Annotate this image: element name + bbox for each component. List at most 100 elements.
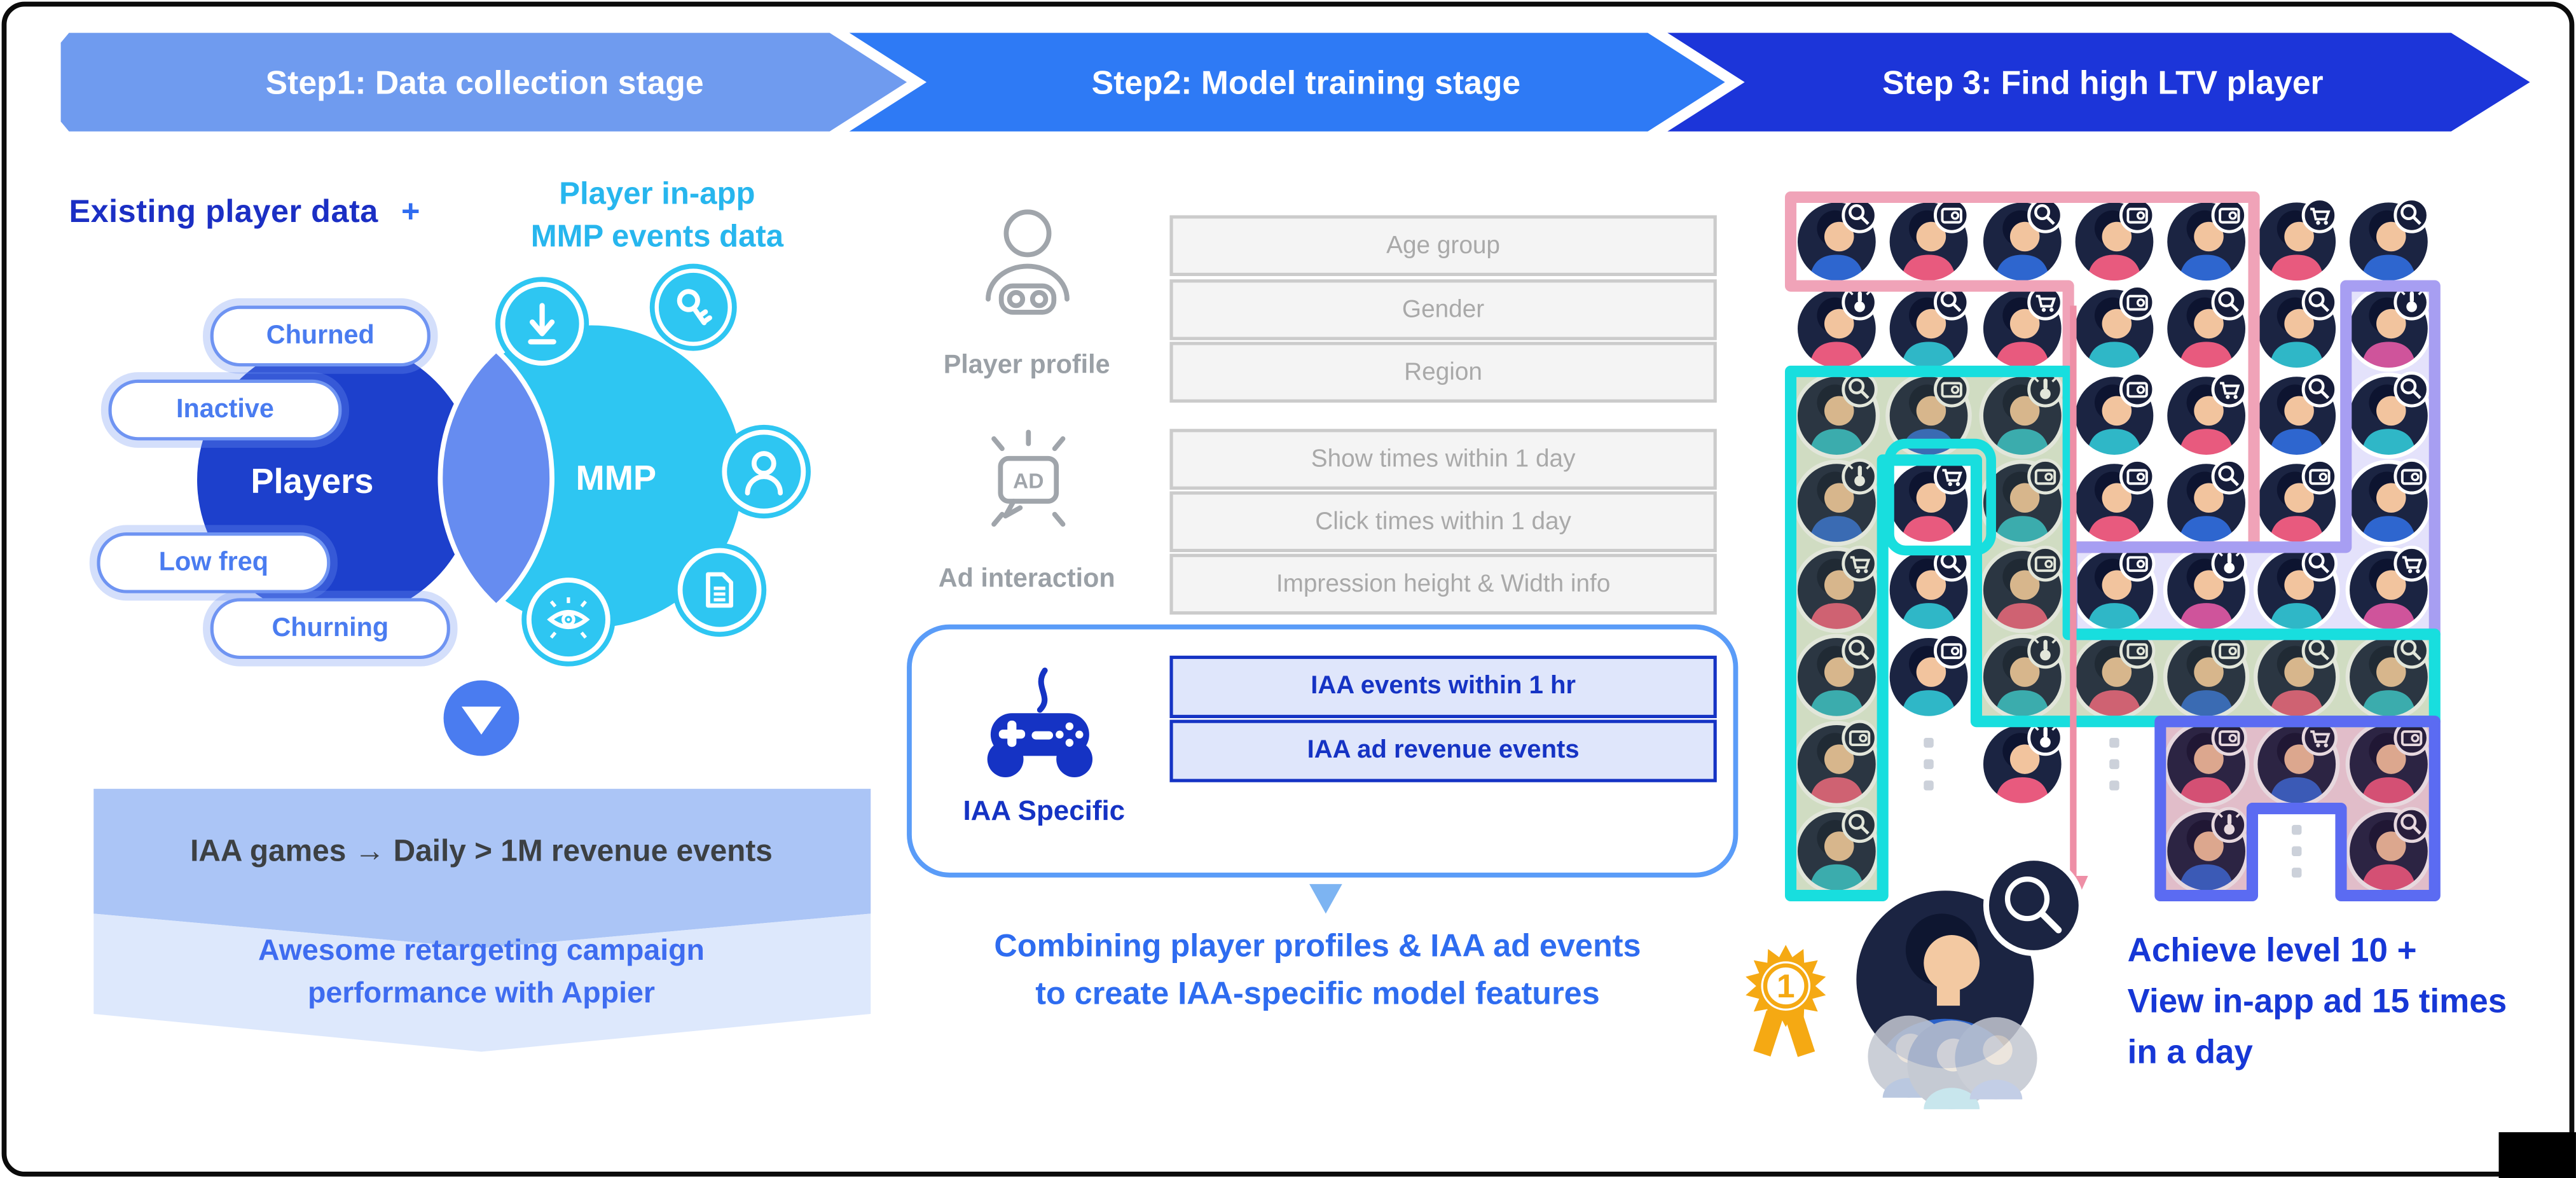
player-avatar bbox=[1979, 545, 2066, 634]
search-icon bbox=[2301, 632, 2338, 669]
award-number: 1 bbox=[1777, 967, 1795, 1004]
player-avatar bbox=[1793, 458, 1880, 546]
search-icon bbox=[1842, 632, 1878, 669]
banner2-shape bbox=[93, 913, 871, 1052]
player-avatar bbox=[2253, 458, 2340, 546]
player-avatar bbox=[2163, 284, 2250, 372]
tap-hand-icon bbox=[2393, 284, 2430, 321]
faded-group-avatars bbox=[1868, 1015, 2037, 1109]
existing-player-data-text: Existing player data bbox=[69, 193, 378, 230]
field-click-times: Click times within 1 day bbox=[1169, 491, 1717, 553]
cart-icon bbox=[2027, 284, 2063, 321]
cyan-path bbox=[1784, 365, 2441, 902]
pill-churning-label: Churning bbox=[272, 614, 389, 643]
ad-interaction-label: Ad interaction bbox=[912, 565, 1142, 595]
achievement-line2: View in-app ad 15 times bbox=[2127, 982, 2507, 1021]
player-avatar bbox=[2253, 719, 2340, 808]
step3-arrow bbox=[1667, 32, 2530, 132]
player-avatar bbox=[1979, 458, 2066, 546]
player-avatar bbox=[1979, 632, 2066, 721]
ellipsis-dots bbox=[1924, 737, 1934, 791]
player-avatar bbox=[2071, 545, 2158, 634]
player-avatar bbox=[1793, 284, 1880, 372]
search-badge-icon bbox=[1983, 855, 2084, 956]
pill-churning: Churning bbox=[210, 598, 450, 659]
region-strokes bbox=[1784, 191, 2441, 902]
pill-inactive-label: Inactive bbox=[176, 396, 274, 424]
iaa-specific-label-text: IAA Specific bbox=[963, 795, 1126, 827]
search-icon bbox=[2301, 545, 2338, 582]
field-iaa-revenue-text: IAA ad revenue events bbox=[1307, 736, 1580, 765]
ad-window-icon bbox=[2027, 545, 2063, 582]
player-avatar bbox=[1979, 197, 2066, 285]
ad-window-icon bbox=[1933, 197, 1970, 233]
player-avatar bbox=[2253, 545, 2340, 634]
step1-arrow bbox=[60, 32, 907, 132]
player-avatar bbox=[2163, 545, 2250, 634]
combining-line1: Combining player profiles & IAA ad event… bbox=[994, 928, 1641, 965]
field-region: Region bbox=[1169, 342, 1717, 403]
award-badge: 1 bbox=[1746, 945, 1826, 1057]
tap-hand-icon bbox=[1842, 458, 1878, 495]
search-icon bbox=[2027, 197, 2063, 233]
players-label: Players bbox=[251, 462, 373, 501]
player-avatar bbox=[1885, 284, 1972, 372]
search-icon bbox=[2301, 371, 2338, 408]
ad-window-icon bbox=[2211, 197, 2248, 233]
field-show-times: Show times within 1 day bbox=[1169, 429, 1717, 490]
blue-path bbox=[2154, 716, 2441, 902]
ad-window-icon bbox=[2393, 458, 2430, 495]
player-inapp-heading: Player in-app MMP events data bbox=[493, 174, 822, 260]
step1-label: Step1: Data collection stage bbox=[266, 64, 704, 100]
gamepad-icon bbox=[987, 667, 1093, 777]
banner2-text-line2: performance with Appier bbox=[308, 976, 655, 1009]
player-avatar bbox=[2071, 197, 2158, 285]
player-avatar bbox=[2163, 458, 2250, 546]
ad-window-icon bbox=[1933, 371, 1970, 408]
ad-window-icon bbox=[2119, 371, 2156, 408]
search-icon bbox=[1842, 807, 1878, 843]
ad-icon-text: AD bbox=[1013, 469, 1043, 493]
player-avatar bbox=[2071, 458, 2158, 546]
cart-icon bbox=[1842, 545, 1878, 582]
download-icon bbox=[495, 277, 589, 371]
field-gender: Gender bbox=[1169, 278, 1717, 340]
existing-player-data-heading: Existing player data+ bbox=[69, 194, 420, 232]
achievement-caption: Achieve level 10 + View in-app ad 15 tim… bbox=[2128, 925, 2572, 1078]
ad-window-icon bbox=[2211, 719, 2248, 756]
key-icon bbox=[649, 263, 737, 351]
achievement-line1: Achieve level 10 + bbox=[2127, 931, 2417, 970]
player-avatar bbox=[2345, 284, 2432, 372]
player-avatar bbox=[2163, 807, 2250, 895]
search-icon bbox=[2393, 371, 2430, 408]
player-avatar bbox=[2253, 371, 2340, 459]
ad-interaction-label-text: Ad interaction bbox=[938, 565, 1115, 593]
player-avatar bbox=[1885, 371, 1972, 459]
player-profile-label-text: Player profile bbox=[943, 351, 1110, 380]
pill-lowfreq-label: Low freq bbox=[158, 548, 268, 577]
ad-window-icon bbox=[1842, 719, 1878, 756]
ellipsis-dots bbox=[2109, 737, 2119, 791]
cart-icon bbox=[2301, 197, 2338, 233]
player-avatar bbox=[2345, 458, 2432, 546]
ad-window-icon bbox=[1933, 632, 1970, 669]
field-iaa-events: IAA events within 1 hr bbox=[1169, 655, 1717, 718]
player-avatar bbox=[2071, 371, 2158, 459]
corner-black-box bbox=[2498, 1132, 2576, 1178]
ad-window-icon bbox=[2301, 458, 2338, 495]
search-icon bbox=[2211, 284, 2248, 321]
search-icon bbox=[2393, 632, 2430, 669]
ad-window-icon bbox=[2119, 284, 2156, 321]
player-avatar bbox=[1979, 719, 2066, 808]
search-icon bbox=[2393, 197, 2430, 233]
field-age-group: Age group bbox=[1169, 215, 1717, 277]
venn-diagram: Players MMP bbox=[197, 263, 811, 667]
player-avatar bbox=[1885, 197, 1972, 285]
ad-window-icon bbox=[2119, 197, 2156, 233]
tap-hand-icon bbox=[2211, 807, 2248, 843]
field-iaa-revenue: IAA ad revenue events bbox=[1169, 719, 1717, 782]
player-avatar bbox=[2163, 197, 2250, 285]
user-icon bbox=[717, 424, 811, 519]
player-avatar bbox=[2071, 632, 2158, 721]
player-avatar bbox=[1793, 197, 1880, 285]
